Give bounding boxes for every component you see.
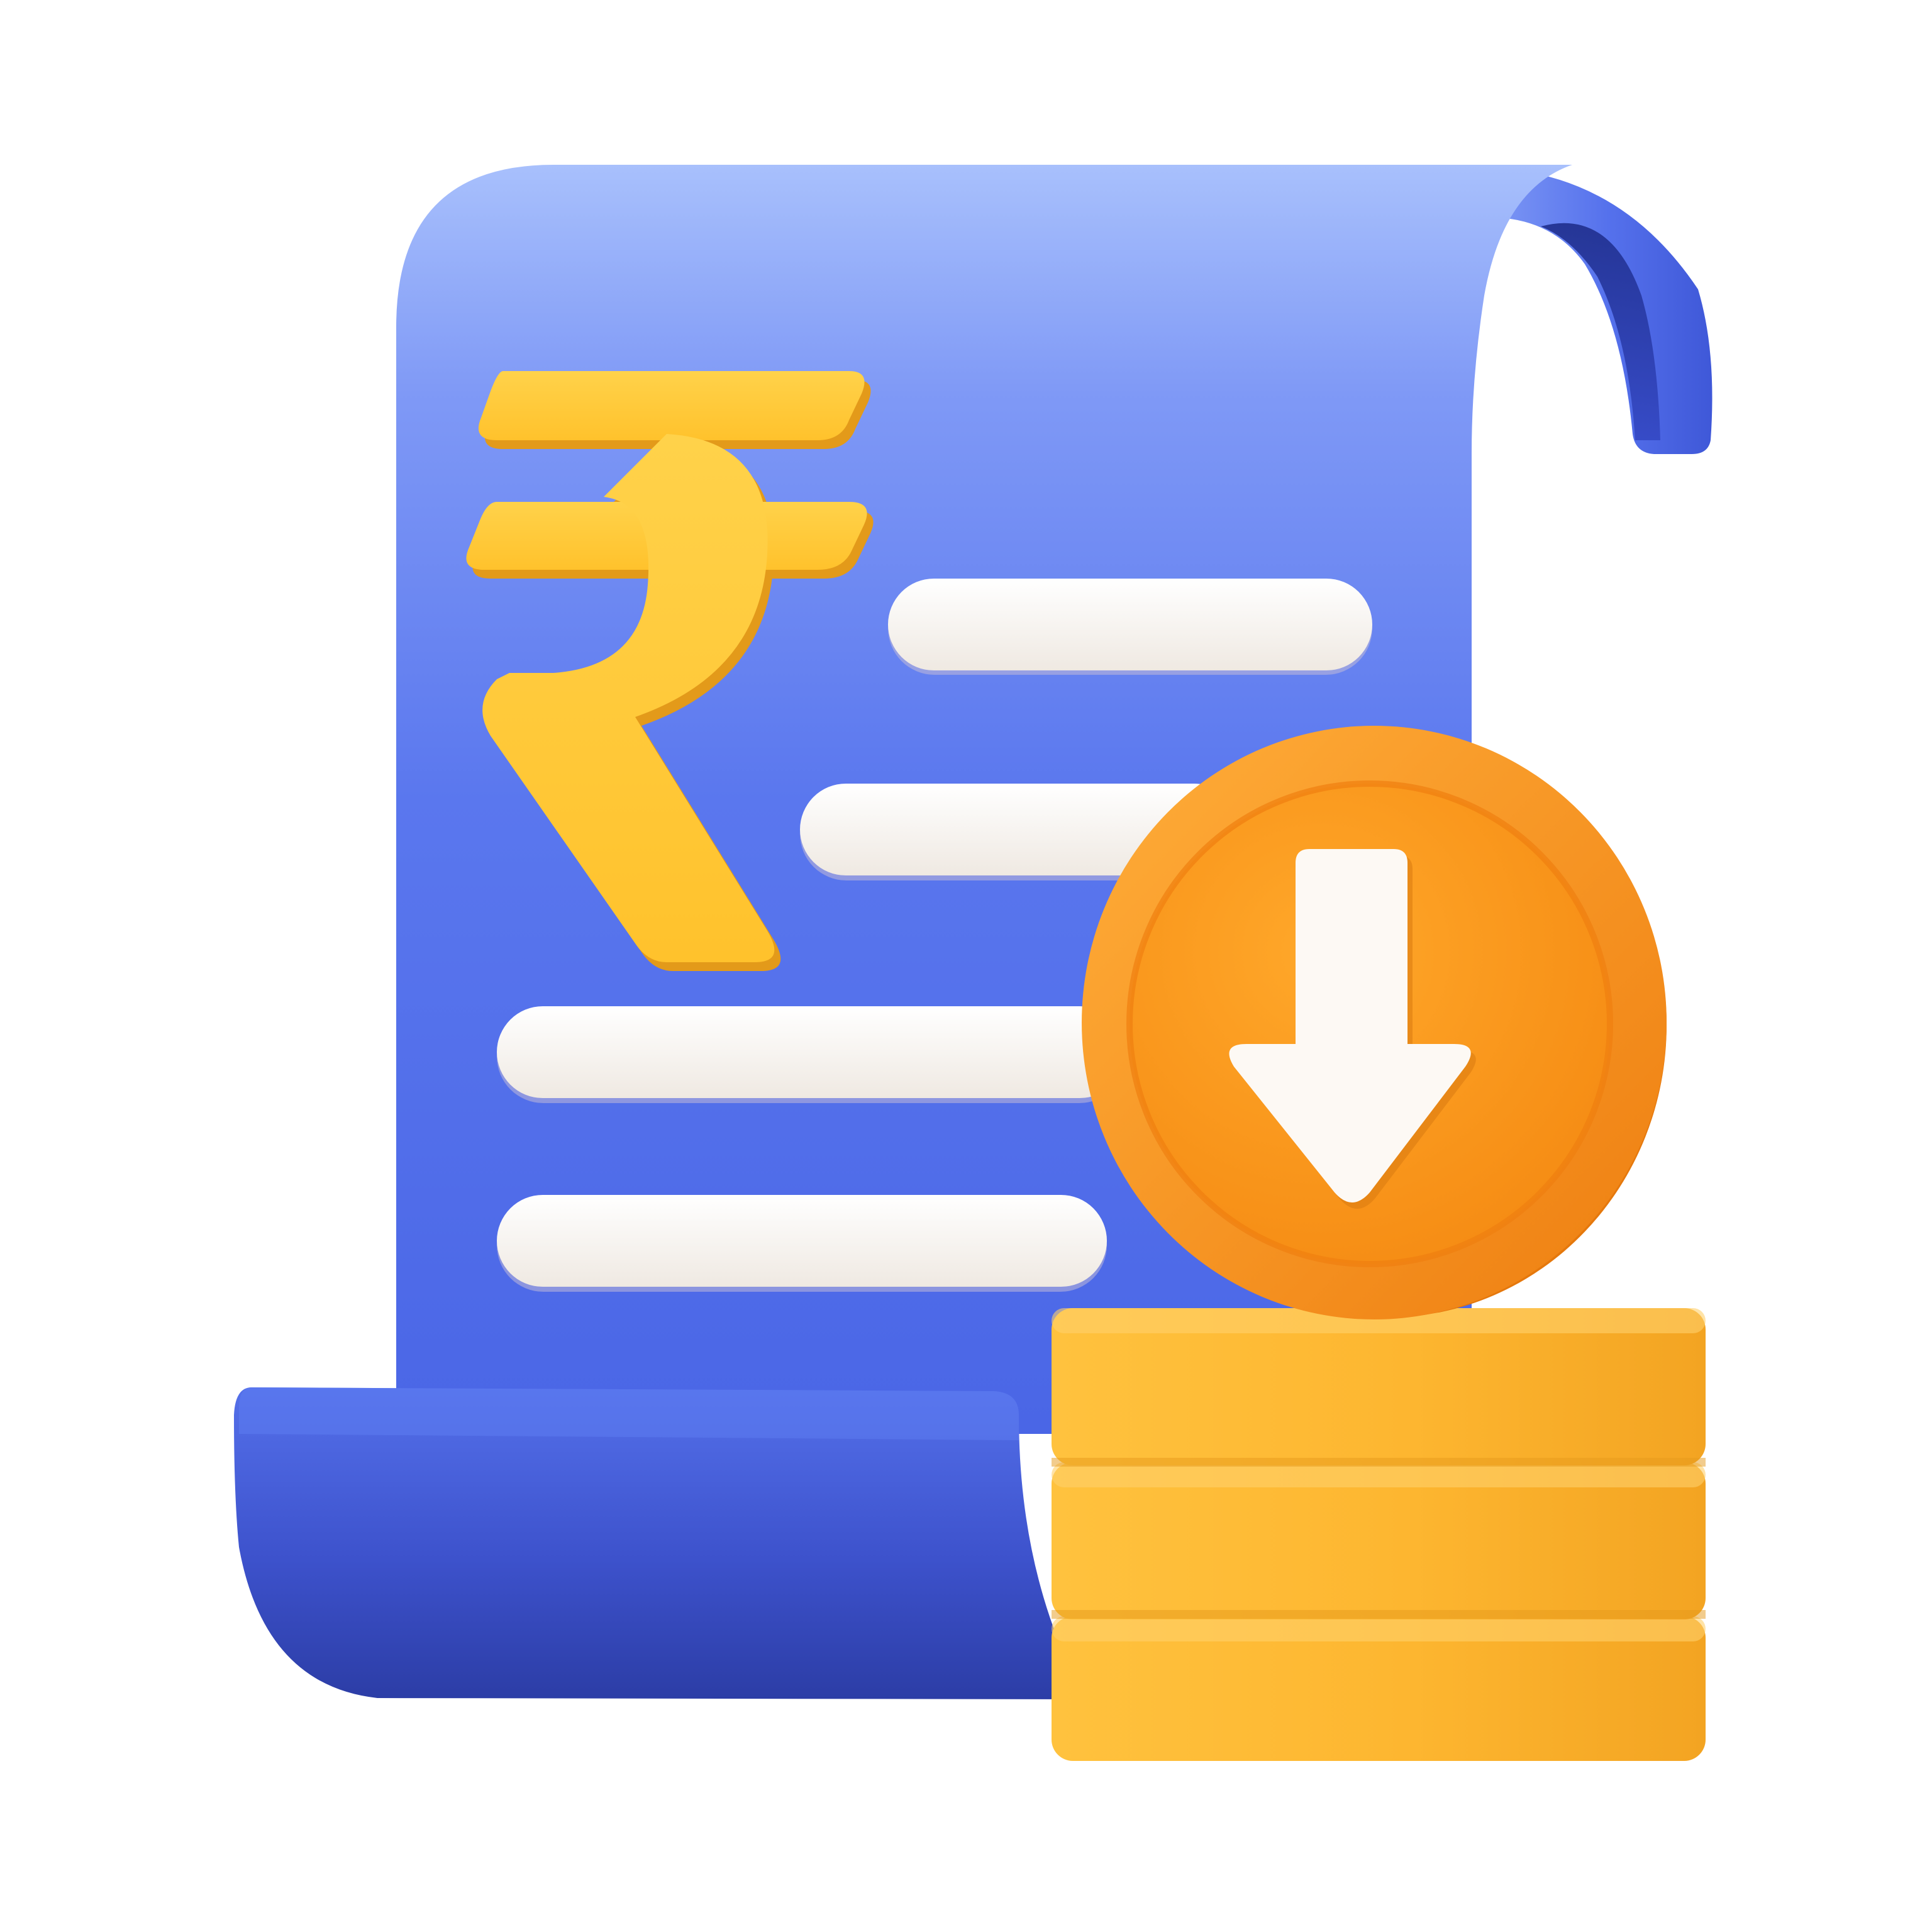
down-arrow-icon bbox=[1229, 849, 1476, 1209]
document-text-lines bbox=[497, 579, 1372, 1292]
stack-coin-3 bbox=[1052, 1616, 1706, 1761]
down-arrow-coin-icon bbox=[1082, 726, 1667, 1319]
scroll-bottom-curl bbox=[234, 1387, 1082, 1699]
scroll-top-curl bbox=[1453, 167, 1713, 454]
rupee-symbol-icon bbox=[466, 371, 874, 971]
coin-stack bbox=[1052, 1308, 1706, 1761]
stack-coin-2 bbox=[1052, 1462, 1706, 1619]
stack-coin-1 bbox=[1052, 1308, 1706, 1467]
